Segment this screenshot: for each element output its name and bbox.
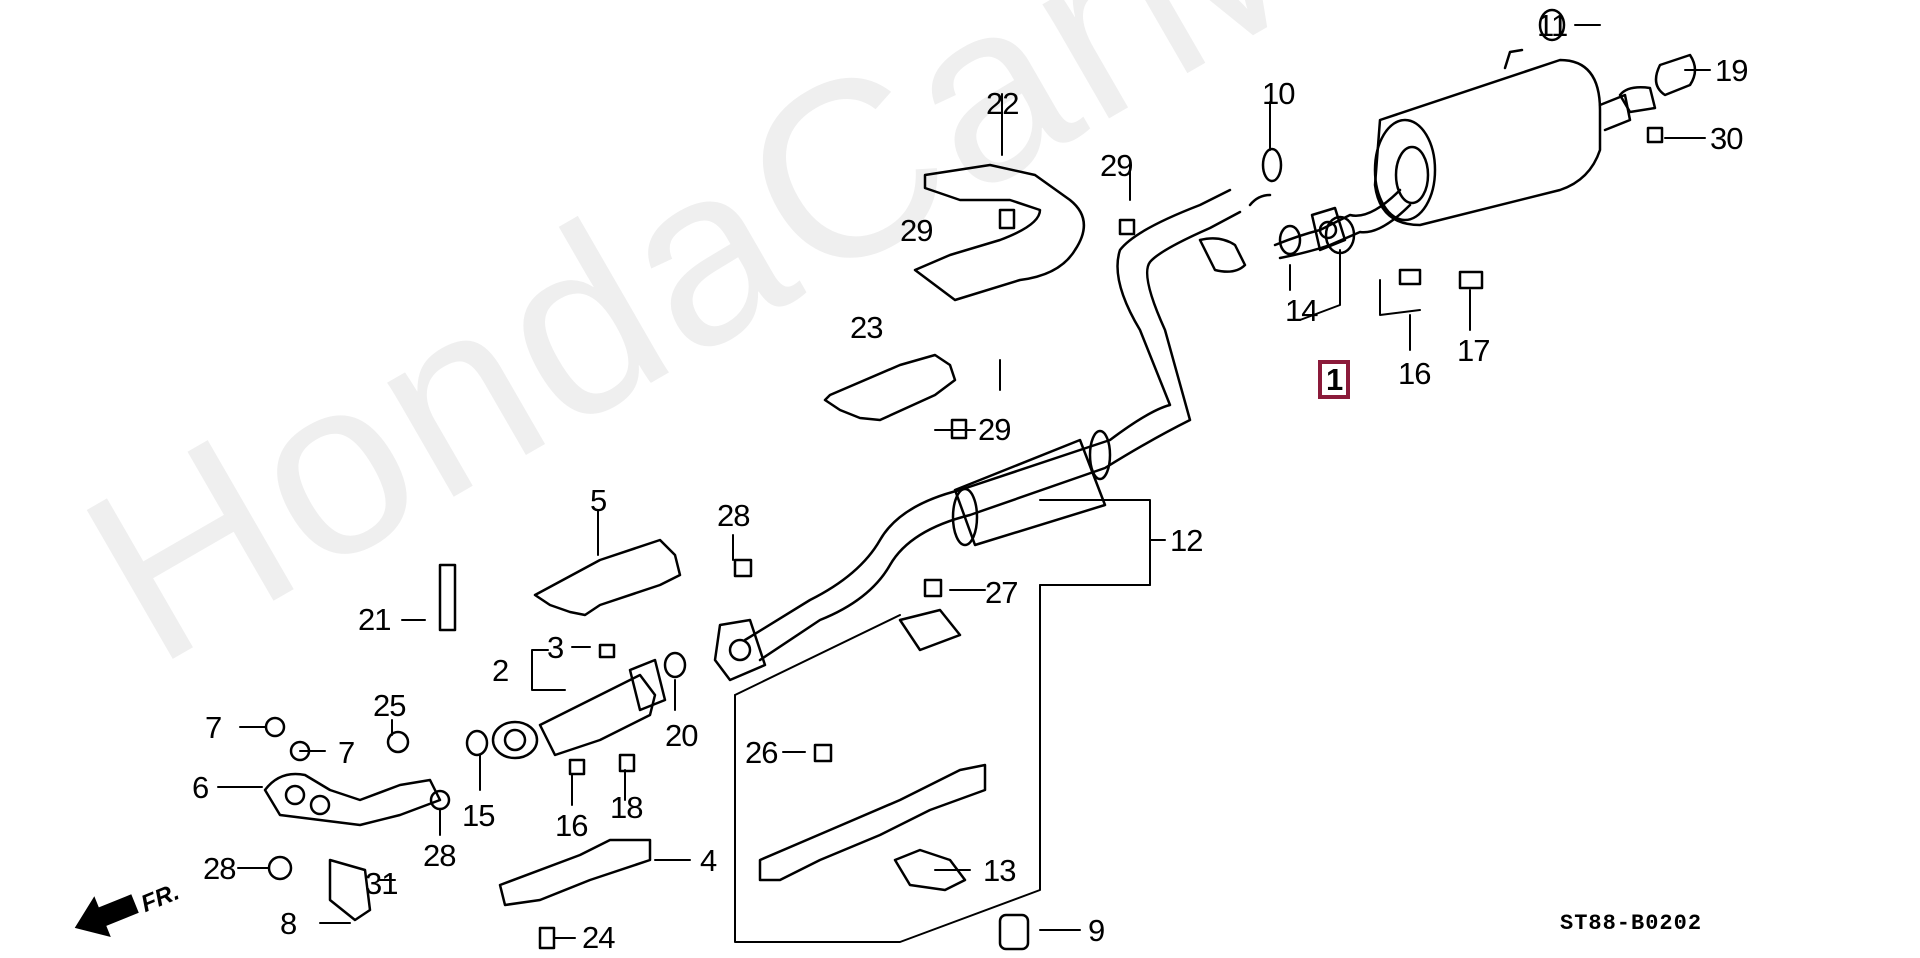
callout-part-2[interactable]: 2 — [492, 653, 509, 688]
callout-part-28[interactable]: 28 — [717, 498, 750, 533]
callout-part-20[interactable]: 20 — [665, 718, 698, 753]
heat-cover-23[interactable] — [823, 353, 957, 422]
callout-part-27[interactable]: 27 — [985, 575, 1018, 610]
muffler[interactable] — [1273, 48, 1632, 260]
callout-part-15[interactable]: 15 — [462, 798, 495, 833]
callout-part-4[interactable]: 4 — [700, 843, 717, 878]
callout-part-12[interactable]: 12 — [1170, 523, 1203, 558]
callout-part-11[interactable]: 11 — [1537, 8, 1568, 43]
callout-part-7[interactable]: 7 — [338, 735, 355, 770]
callout-part-28[interactable]: 28 — [423, 838, 456, 873]
front-label: FR. — [137, 878, 183, 918]
converter[interactable] — [491, 658, 667, 760]
exhaust-pipe-a[interactable] — [263, 772, 442, 827]
callout-part-10[interactable]: 10 — [1262, 76, 1295, 111]
callout-part-18[interactable]: 18 — [610, 790, 643, 825]
callout-part-25[interactable]: 25 — [373, 688, 406, 723]
callout-part-16[interactable]: 16 — [1398, 356, 1431, 391]
callout-part-7[interactable]: 7 — [205, 710, 222, 745]
callout-part-28[interactable]: 28 — [203, 851, 236, 886]
front-arrow-icon: FR. — [74, 878, 183, 938]
heat-cover-5[interactable] — [533, 538, 682, 617]
front-direction-indicator: FR. — [62, 858, 202, 943]
callout-part-14[interactable]: 14 — [1285, 293, 1318, 328]
callout-part-29[interactable]: 29 — [1100, 148, 1133, 183]
callout-part-9[interactable]: 9 — [1088, 913, 1105, 948]
callout-part-26[interactable]: 26 — [745, 735, 778, 770]
hardware-parts — [264, 8, 1697, 951]
callout-part-23[interactable]: 23 — [850, 310, 883, 345]
callout-part-29[interactable]: 29 — [900, 213, 933, 248]
callout-part-19[interactable]: 19 — [1715, 53, 1748, 88]
callout-part-8[interactable]: 8 — [280, 906, 297, 941]
callout-part-22[interactable]: 22 — [986, 86, 1019, 121]
callout-part-21[interactable]: 21 — [358, 602, 391, 637]
diagram-code: ST88-B0202 — [1560, 911, 1703, 936]
callout-part-1[interactable]: 1 — [1318, 360, 1351, 399]
hanger-bracket[interactable] — [758, 763, 987, 892]
exhaust-pipe-b[interactable] — [713, 188, 1272, 682]
lower-heat-cover[interactable] — [498, 838, 652, 907]
callout-part-5[interactable]: 5 — [590, 483, 607, 518]
callout-part-29[interactable]: 29 — [978, 412, 1011, 447]
callout-part-6[interactable]: 6 — [192, 770, 209, 805]
heat-cover-22[interactable] — [913, 163, 1085, 302]
callout-part-31[interactable]: 31 — [365, 866, 398, 901]
callout-part-16[interactable]: 16 — [555, 808, 588, 843]
callout-part-17[interactable]: 17 — [1457, 333, 1490, 368]
callout-part-30[interactable]: 30 — [1710, 121, 1743, 156]
callout-part-3[interactable]: 3 — [547, 630, 564, 665]
callout-part-24[interactable]: 24 — [582, 920, 615, 955]
callout-part-13[interactable]: 13 — [983, 853, 1016, 888]
